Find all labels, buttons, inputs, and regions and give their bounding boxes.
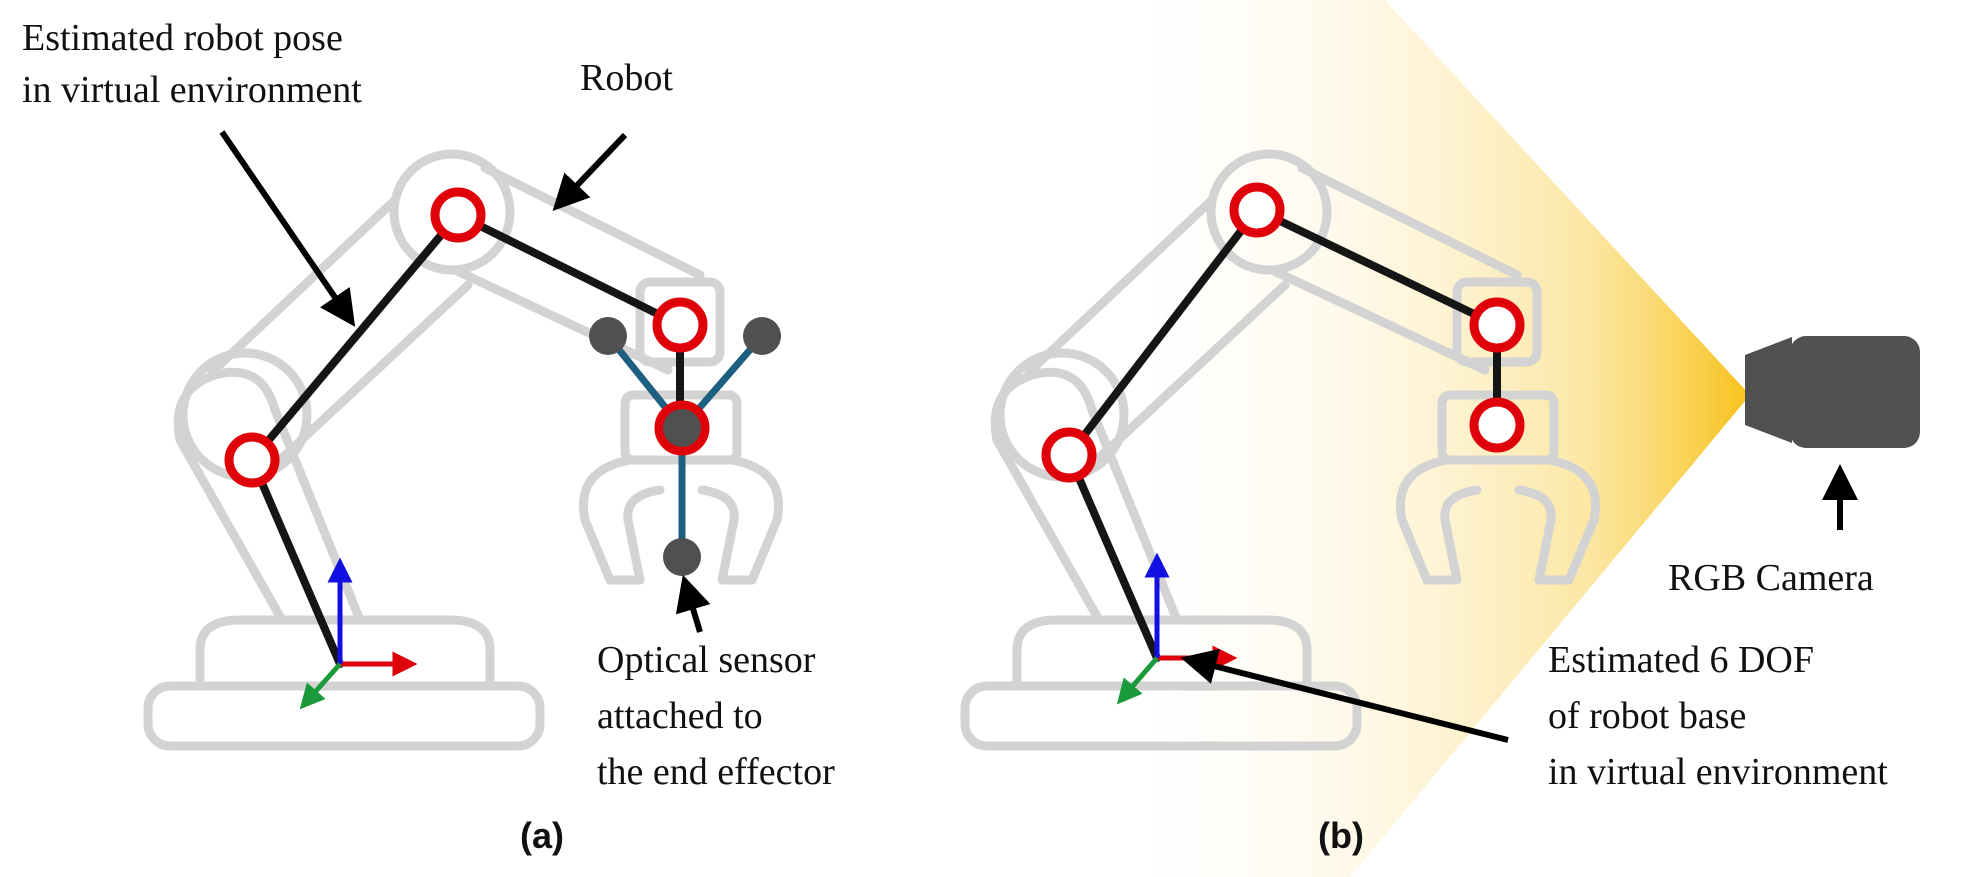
joint-2-b <box>1229 182 1285 238</box>
joint-4-b <box>1469 397 1525 453</box>
label-optical-sensor: Optical sensor attached to the end effec… <box>597 639 835 793</box>
sensor-marker-left <box>589 317 627 355</box>
pose-link-3-a <box>454 211 684 329</box>
caption-a: (a) <box>520 815 564 856</box>
label-rgb-camera: RGB Camera <box>1668 557 1874 599</box>
pose-link-1-a <box>248 456 344 668</box>
arrow-robot-label <box>552 132 628 212</box>
panel-a: Estimated robot pose in virtual environm… <box>22 17 835 856</box>
pose-link-2-b <box>1065 206 1261 459</box>
arrow-base-label <box>1180 648 1509 743</box>
joint-3-b <box>1469 297 1525 353</box>
base-frame-axes-a <box>299 557 418 710</box>
label-robot: Robot <box>580 57 673 99</box>
pose-link-2-a <box>248 211 462 464</box>
joint-3-a <box>652 297 708 353</box>
arrow-sensor-label <box>675 574 711 633</box>
panel-b: RGB Camera Estimated 6 DOF of robot base… <box>960 0 1920 877</box>
pose-link-1-b <box>1065 451 1161 662</box>
sensor-marker-center <box>663 409 701 447</box>
pose-link-3-b <box>1253 206 1501 329</box>
camera-icon <box>1745 336 1920 448</box>
joint-1-a <box>224 432 280 488</box>
arrow-pose-label <box>219 130 356 327</box>
label-estimated-base: Estimated 6 DOF of robot base in virtual… <box>1548 639 1888 793</box>
joint-2-a <box>430 187 486 243</box>
sensor-marker-bottom <box>663 538 701 576</box>
label-estimated-robot-pose: Estimated robot pose in virtual environm… <box>22 17 362 111</box>
joint-1-b <box>1041 427 1097 483</box>
sensor-marker-right <box>743 317 781 355</box>
caption-b: (b) <box>1318 815 1364 856</box>
